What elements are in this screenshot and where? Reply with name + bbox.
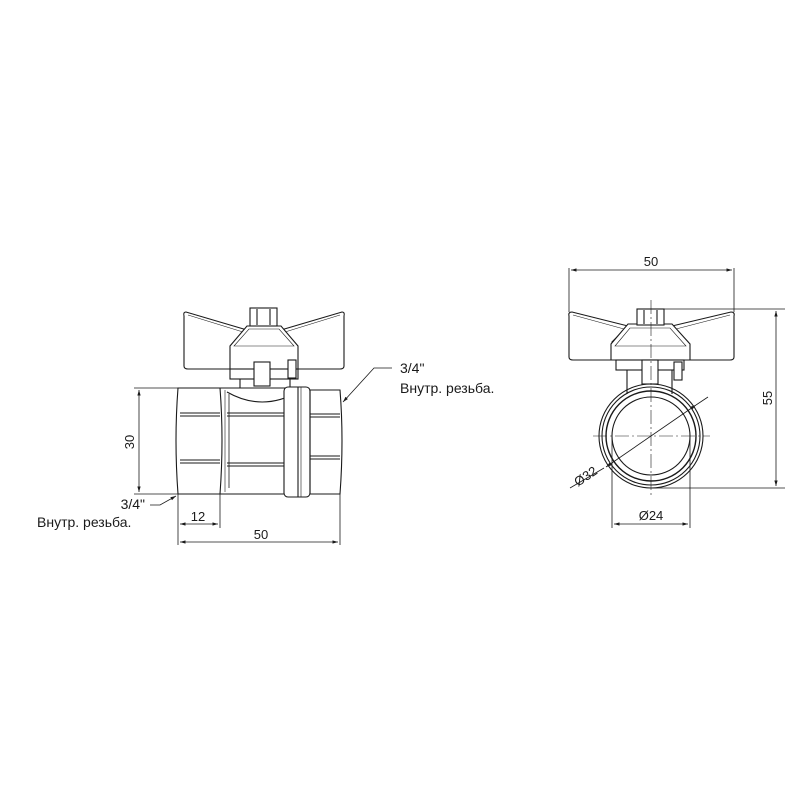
side-butterfly-handle <box>568 308 735 394</box>
height-dimension-label: 30 <box>122 435 137 449</box>
side-dimensions <box>568 268 785 528</box>
handle-width-dimension-label: 50 <box>644 254 658 269</box>
side-view <box>568 300 735 495</box>
left-thread-size-label: 3/4" <box>121 496 145 512</box>
thread-length-dimension-label: 12 <box>191 509 205 524</box>
butterfly-handle <box>183 307 345 370</box>
right-thread-description-label: Внутр. резьба. <box>400 380 494 396</box>
front-view <box>175 307 345 498</box>
overall-length-dimension-label: 50 <box>254 527 268 542</box>
left-thread-description-label: Внутр. резьба. <box>37 514 131 530</box>
valve-body <box>175 386 343 498</box>
outer-diameter-dimension-label: Ø32 <box>571 463 600 489</box>
inner-diameter-dimension-label: Ø24 <box>639 508 664 523</box>
overall-height-dimension-label: 55 <box>760 391 775 405</box>
right-thread-size-label: 3/4" <box>400 360 424 376</box>
front-dimensions <box>134 367 392 545</box>
